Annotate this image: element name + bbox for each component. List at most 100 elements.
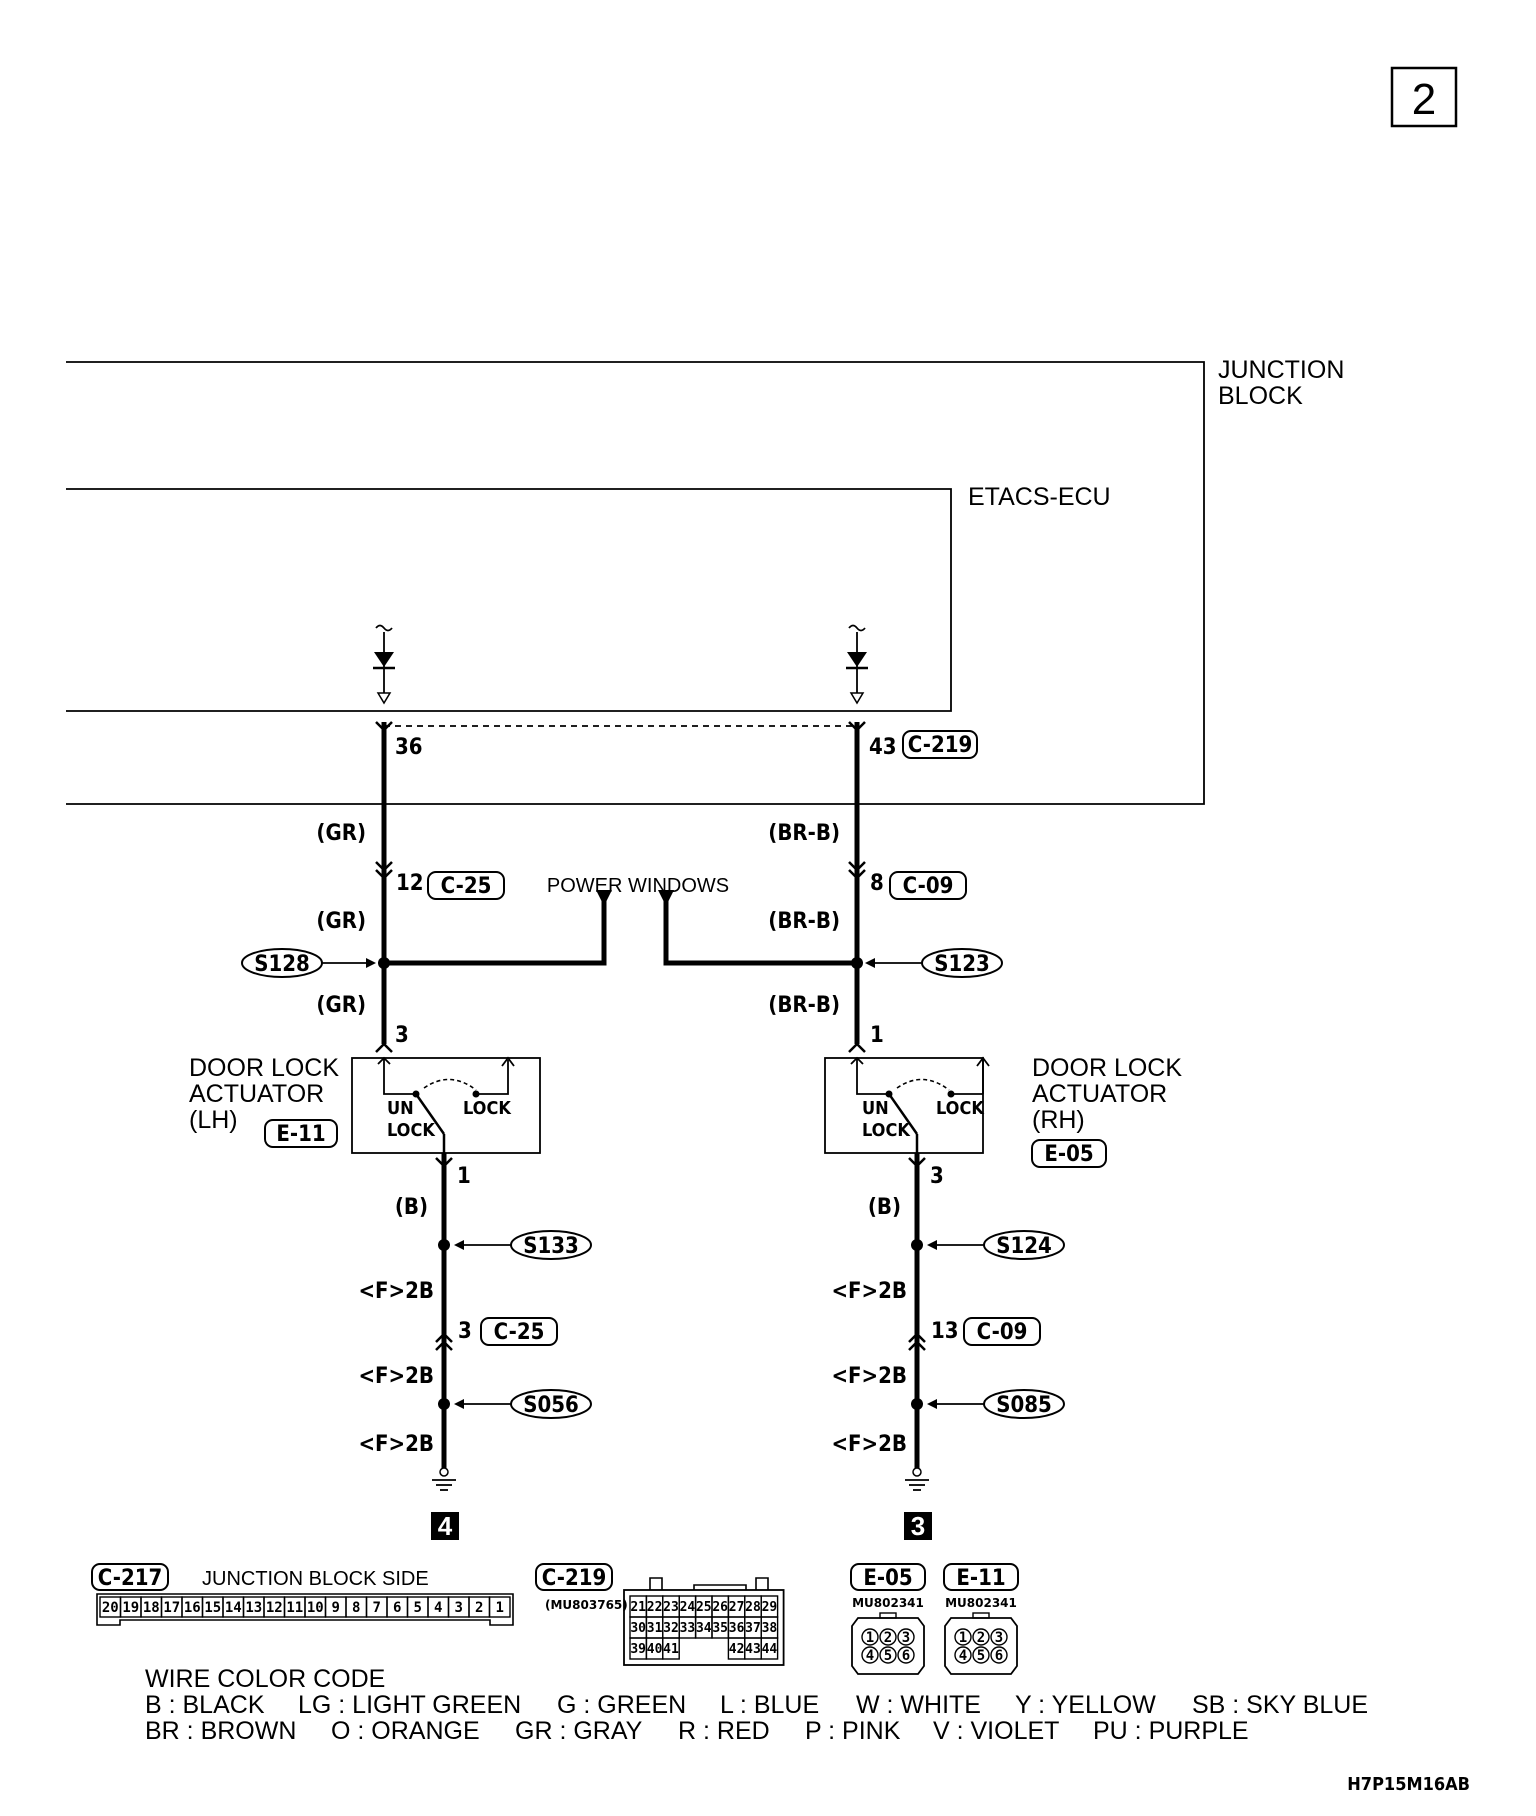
svg-text:LOCK: LOCK: [862, 1120, 911, 1141]
right-wire-color-1: (BR-B): [768, 821, 840, 846]
svg-text:36: 36: [729, 1621, 745, 1636]
svg-text:4: 4: [434, 1600, 442, 1616]
connector-pin: 4: [861, 1646, 879, 1664]
svg-text:37: 37: [745, 1621, 761, 1636]
svg-text:17: 17: [163, 1600, 180, 1616]
svg-text:SB : SKY BLUE: SB : SKY BLUE: [1192, 1691, 1368, 1719]
svg-text:35: 35: [712, 1621, 728, 1636]
svg-text:GR : GRAY: GR : GRAY: [515, 1717, 643, 1745]
left-ground-wire: 1 (B) <F>2B 3 <F>2B <F>2B: [358, 1153, 472, 1491]
connector-pin: 17: [160, 1596, 183, 1618]
power-windows-label: POWER WINDOWS: [547, 875, 729, 897]
svg-text:3: 3: [902, 1630, 910, 1646]
svg-text:38: 38: [762, 1621, 778, 1636]
wire-color-code: WIRE COLOR CODE B : BLACK LG : LIGHT GRE…: [145, 1665, 1368, 1745]
svg-text:27: 27: [729, 1600, 745, 1615]
svg-text:BR : BROWN: BR : BROWN: [145, 1717, 296, 1745]
svg-text:S124: S124: [996, 1234, 1052, 1259]
svg-text:21: 21: [630, 1600, 646, 1615]
svg-text:30: 30: [630, 1621, 646, 1636]
svg-text:1: 1: [959, 1630, 967, 1646]
svg-text:MU802341: MU802341: [852, 1596, 924, 1610]
splice-s056: S056: [454, 1389, 592, 1419]
wire-color-code-title: WIRE COLOR CODE: [145, 1665, 385, 1693]
svg-text:E-11: E-11: [276, 1122, 325, 1147]
right-actuator-pin-in: 1: [870, 1023, 884, 1048]
svg-text:2: 2: [884, 1630, 892, 1646]
page-number: 2: [1412, 75, 1436, 124]
svg-text:S085: S085: [996, 1393, 1052, 1418]
connector-pin: 6: [897, 1646, 915, 1664]
connector-pin: 26: [711, 1595, 730, 1618]
connector-pin: 13: [242, 1596, 265, 1618]
svg-text:<F>2B: <F>2B: [358, 1279, 434, 1304]
connector-pin: 2: [879, 1628, 897, 1646]
right-ecu-pin: 43: [869, 735, 897, 760]
connector-tag-c25-top: C-25: [427, 871, 505, 900]
svg-text:5: 5: [414, 1600, 422, 1616]
svg-text:28: 28: [745, 1600, 761, 1615]
svg-text:E-05: E-05: [863, 1566, 912, 1591]
svg-text:C-217: C-217: [98, 1566, 163, 1591]
connector-pin: 42: [727, 1637, 746, 1660]
connector-pin: 39: [629, 1637, 648, 1660]
svg-text:40: 40: [647, 1642, 663, 1657]
left-wire: [375, 721, 393, 1053]
svg-text:43: 43: [745, 1642, 761, 1657]
svg-text:29: 29: [762, 1600, 778, 1615]
svg-text:B : BLACK: B : BLACK: [145, 1691, 265, 1719]
svg-text:12: 12: [266, 1600, 283, 1616]
svg-text:<F>2B: <F>2B: [831, 1364, 907, 1389]
connector-pin: 9: [324, 1596, 347, 1618]
svg-text:LG : LIGHT GREEN: LG : LIGHT GREEN: [298, 1691, 521, 1719]
svg-text:C-219: C-219: [908, 733, 973, 758]
connector-pin: 6: [386, 1596, 409, 1618]
svg-text:UN: UN: [862, 1098, 889, 1119]
actuator-rh-label-1: DOOR LOCK: [1032, 1054, 1182, 1082]
right-labels: 43 (BR-B) 8 (BR-B) (BR-B) 1: [768, 735, 896, 1048]
etacs-ecu-label: ETACS-ECU: [968, 483, 1111, 511]
connector-pin: 5: [972, 1646, 990, 1664]
connector-pin: 32: [662, 1616, 680, 1639]
ground-ref-4: 4: [431, 1511, 459, 1541]
svg-text:11: 11: [286, 1600, 303, 1616]
svg-text:20: 20: [102, 1600, 119, 1616]
svg-text:PU : PURPLE: PU : PURPLE: [1093, 1717, 1249, 1745]
figure-code: H7P15M16AB: [1347, 1774, 1470, 1795]
connector-pin: 5: [406, 1596, 429, 1618]
svg-text:<F>2B: <F>2B: [831, 1279, 907, 1304]
connector-pin: 25: [694, 1595, 713, 1618]
svg-text:3: 3: [930, 1164, 944, 1189]
junction-block: JUNCTION BLOCK: [66, 356, 1344, 805]
connector-pin: 8: [345, 1596, 368, 1618]
svg-text:<F>2B: <F>2B: [358, 1364, 434, 1389]
svg-text:5: 5: [884, 1648, 892, 1664]
svg-text:<F>2B: <F>2B: [831, 1432, 907, 1457]
connector-pin: 3: [447, 1596, 470, 1618]
connector-pin: 6: [990, 1646, 1008, 1664]
connector-tag-e11: E-11: [264, 1119, 338, 1148]
connector-pin: 3: [990, 1628, 1008, 1646]
svg-text:E-05: E-05: [1044, 1142, 1093, 1167]
svg-text:S133: S133: [523, 1234, 579, 1259]
svg-text:S128: S128: [254, 952, 310, 977]
connector-tag-c09-bottom: C-09: [963, 1317, 1041, 1346]
left-wire-color-3: (GR): [316, 993, 366, 1018]
right-wire: [848, 721, 866, 1053]
svg-text:3: 3: [911, 1511, 925, 1541]
connector-pin: 23: [662, 1595, 680, 1618]
svg-text:4: 4: [438, 1511, 453, 1541]
actuator-lh-label-1: DOOR LOCK: [189, 1054, 339, 1082]
actuator-rh-label-2: ACTUATOR: [1032, 1080, 1167, 1108]
svg-text:8: 8: [352, 1600, 360, 1616]
connector-pin: 27: [727, 1595, 746, 1618]
svg-text:33: 33: [680, 1621, 696, 1636]
svg-text:S056: S056: [523, 1393, 579, 1418]
svg-text:Y : YELLOW: Y : YELLOW: [1015, 1691, 1156, 1719]
svg-text:LOCK: LOCK: [936, 1098, 985, 1119]
svg-text:3: 3: [458, 1319, 472, 1344]
svg-text:W : WHITE: W : WHITE: [856, 1691, 981, 1719]
left-ecu-pin: 36: [395, 735, 423, 760]
